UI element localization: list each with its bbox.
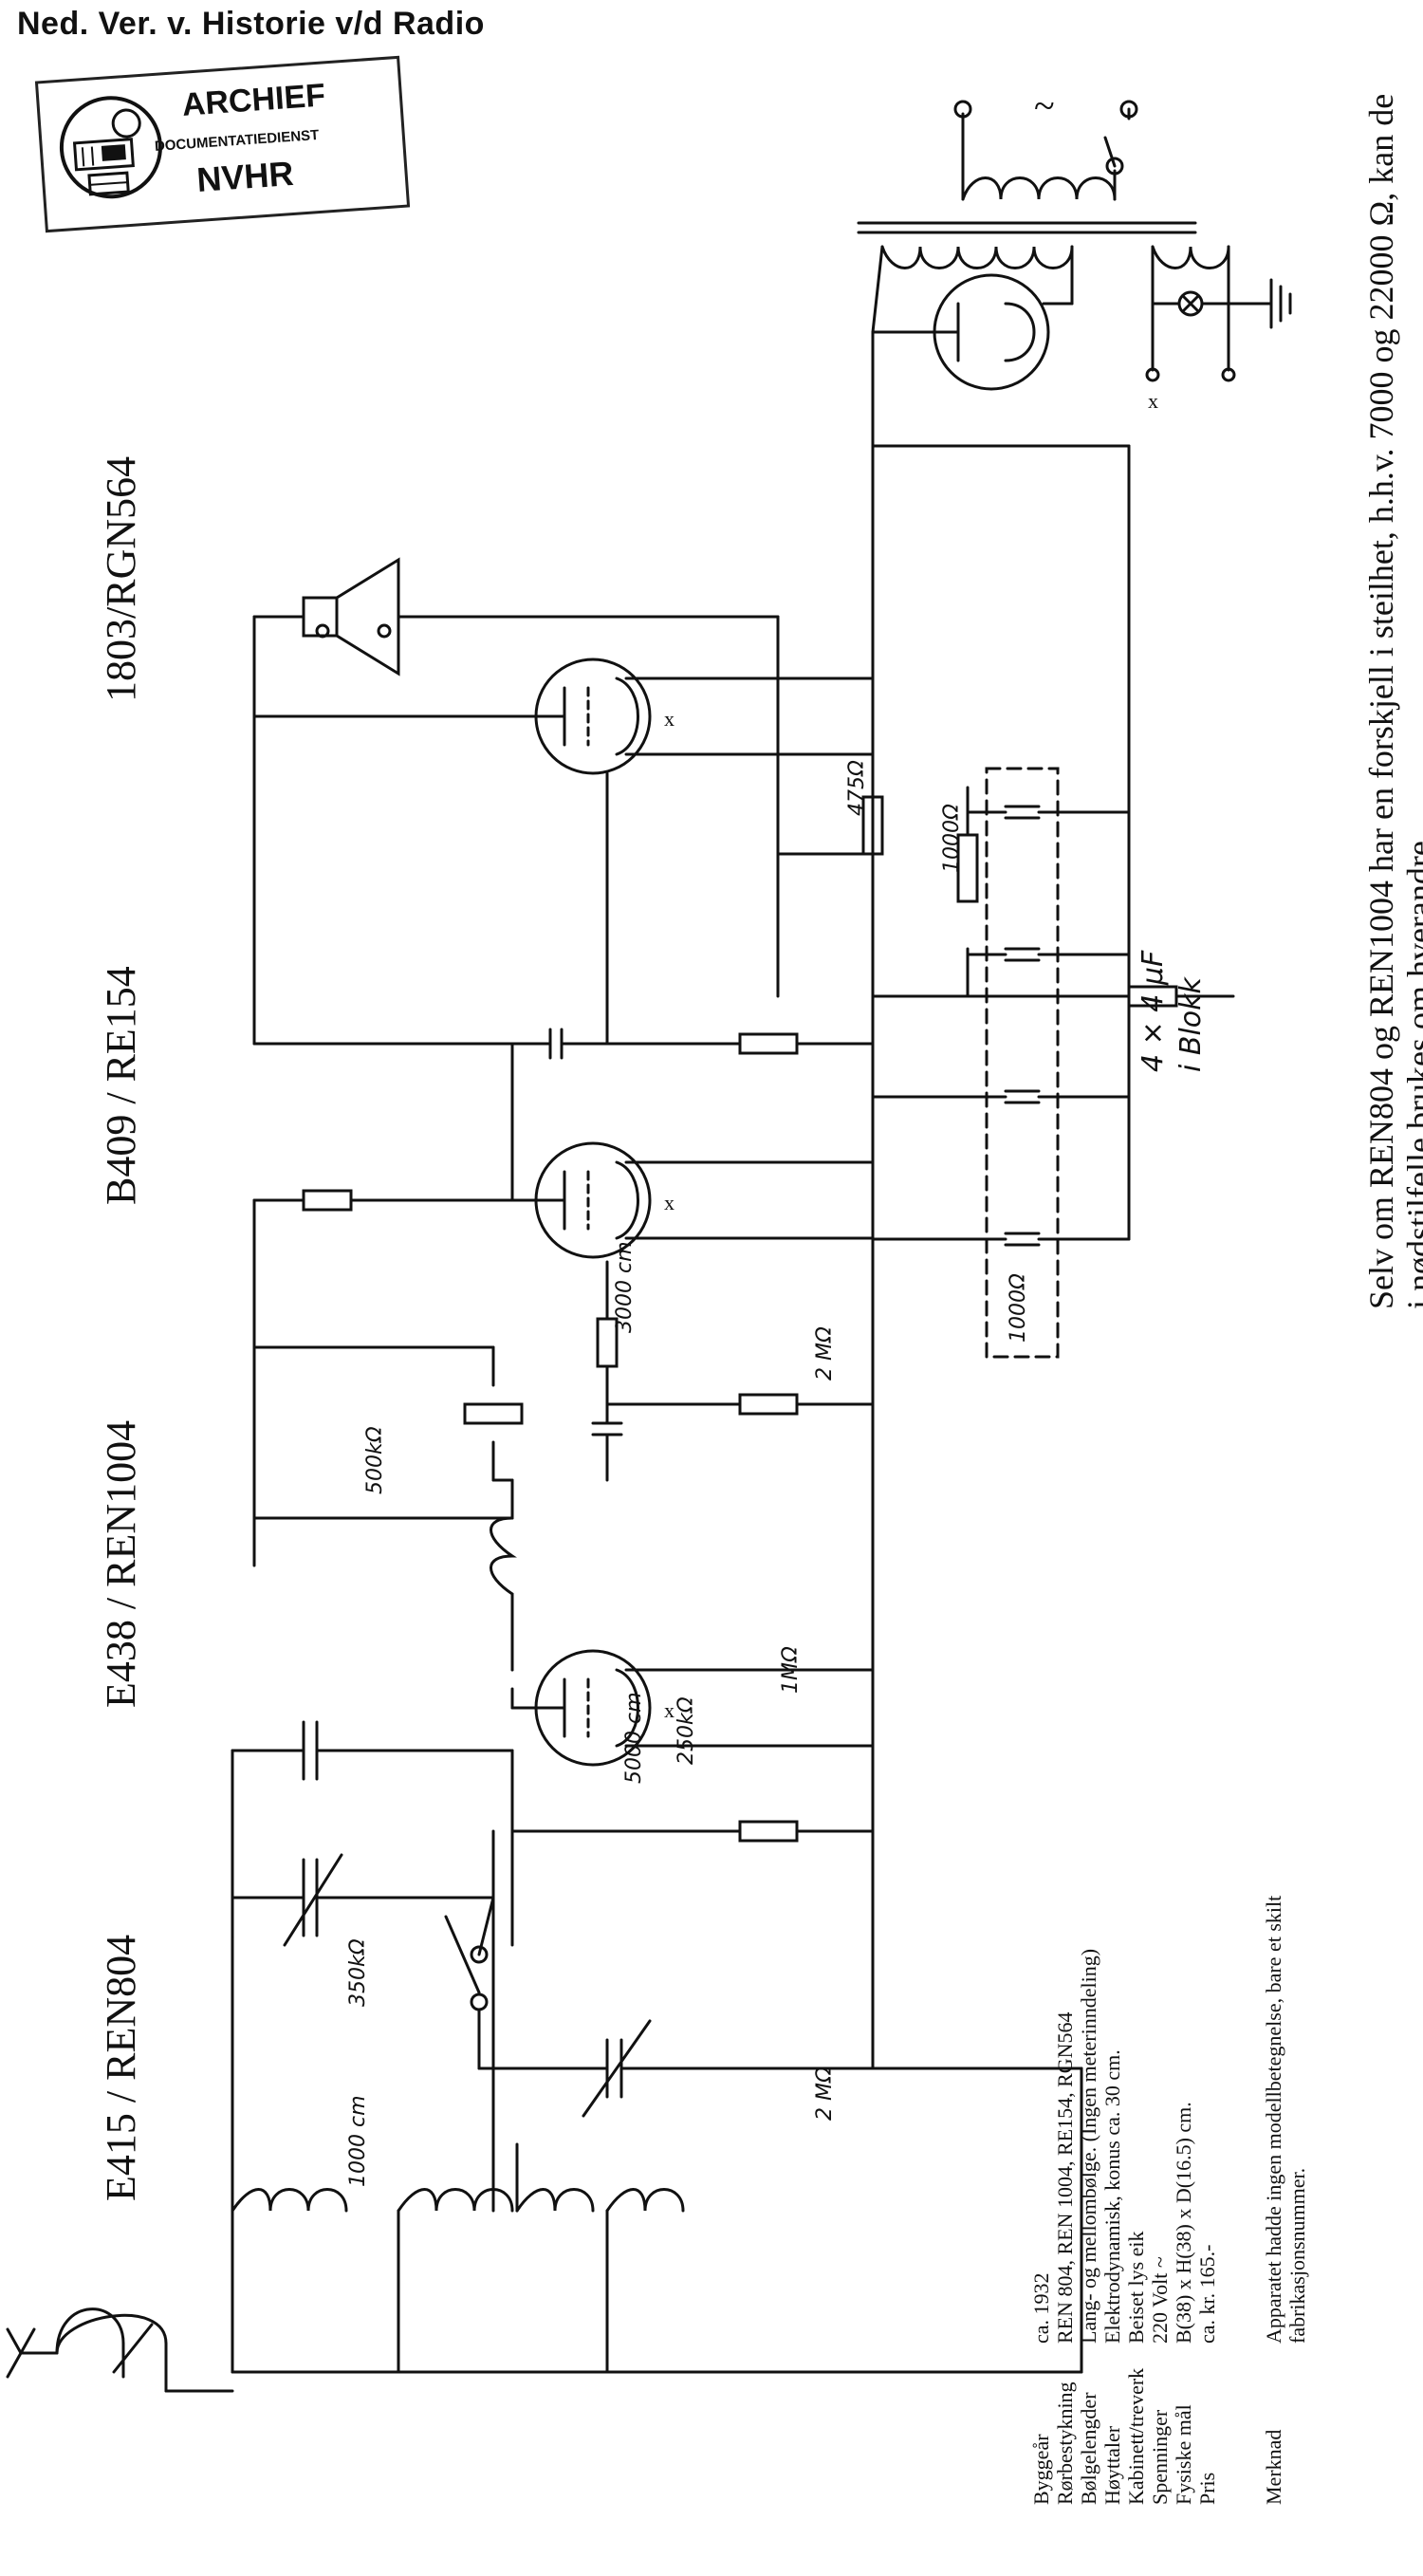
ac-symbol: ~ — [1034, 84, 1055, 127]
tube-label-e438: E438 / REN1004 — [98, 1420, 144, 1708]
power-transformer — [857, 176, 1230, 269]
label-r-500k: 500kΩ — [363, 1426, 387, 1494]
x-mark-heater: x — [1148, 389, 1158, 413]
label-r-2mohm-b: 2 MΩ — [813, 1326, 837, 1381]
x-mark-t1: x — [664, 1698, 675, 1722]
spec-label-2: Bølgelengder — [1077, 2392, 1100, 2505]
spec-value-1: REN 804, REN 1004, RE154, RGN564 — [1053, 2011, 1077, 2344]
spec-remark-line2: fabrikasjonsnummer. — [1285, 2168, 1309, 2344]
note-line1: Selv om REN804 og REN1004 har en forskje… — [1362, 94, 1400, 1309]
spec-value-7: ca. kr. 165.- — [1195, 2245, 1219, 2344]
antenna-icon — [6, 2307, 168, 2393]
note-line2: i nødstilfelle brukes om hverandre. — [1400, 832, 1423, 1309]
label-c-1000cm: 1000 cm — [346, 2095, 370, 2187]
tube-label-b409: B409 / RE154 — [98, 966, 144, 1205]
spec-value-3: Elektrodynamisk, konus ca. 30 cm. — [1100, 2049, 1124, 2344]
spec-label-3: Høyttaler — [1100, 2425, 1124, 2505]
header-title: Ned. Ver. v. Historie v/d Radio — [17, 6, 485, 42]
archive-stamp: ARCHIEF DOCUMENTATIEDIENST NVHR — [34, 55, 411, 233]
spec-value-0: ca. 1932 — [1029, 2272, 1053, 2344]
spec-label-4: Kabinett/treverk — [1124, 2368, 1148, 2505]
spec-remark-line1: Apparatet hadde ingen modellbetegnelse, … — [1262, 1896, 1285, 2344]
spec-remark-label: Merknad — [1262, 2430, 1285, 2505]
spec-value-4: Beiset lys eik — [1124, 2231, 1148, 2344]
label-cap-block: 4 × 4 μF — [1137, 950, 1170, 1072]
spec-value-6: B(38) x H(38) x D(16.5) cm. — [1172, 2102, 1195, 2344]
label-r-250k: 250kΩ — [675, 1696, 698, 1765]
label-r-2mohm-a: 2 MΩ — [813, 2066, 837, 2121]
tube-label-1803: 1803/RGN564 — [98, 456, 144, 702]
loudspeaker-icon — [252, 557, 400, 718]
label-r-1000ohm-a: 1000Ω — [1007, 1273, 1030, 1343]
spec-value-5: 220 Volt ~ — [1148, 2256, 1172, 2344]
label-r-350k: 350kΩ — [346, 1938, 370, 2007]
nvhr-logo-icon — [59, 96, 162, 199]
spec-label-6: Fysiske mål — [1172, 2404, 1195, 2505]
x-mark-t2: x — [664, 1191, 675, 1214]
tube-label-e415: E415 / REN804 — [98, 1935, 144, 2201]
spec-label-5: Spenninger — [1148, 2409, 1172, 2505]
label-cap-block-2: i Blokk — [1174, 975, 1208, 1072]
label-r-475: 475Ω — [845, 760, 869, 816]
spec-label-1: Rørbestykning — [1053, 2381, 1077, 2505]
spec-label-7: Pris — [1195, 2473, 1219, 2505]
tuning-coils — [231, 2188, 685, 2213]
label-r-1000ohm-b: 1000Ω — [940, 804, 964, 873]
ground-icon — [1269, 278, 1292, 329]
x-mark-t3: x — [664, 707, 675, 731]
capacitor-block — [985, 767, 1060, 1359]
spec-label-0: Byggeår — [1029, 2434, 1053, 2505]
